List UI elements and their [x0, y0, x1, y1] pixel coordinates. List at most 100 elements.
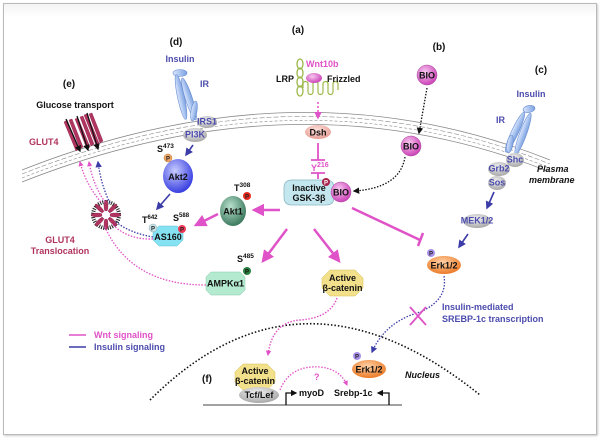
- lrp-receptor: [296, 58, 304, 97]
- frizzled-label: Frizzled: [327, 74, 361, 84]
- insulin-receptor-d: [172, 69, 198, 122]
- srebp1c-label: Srebp-1c: [334, 388, 373, 398]
- irs1-node: [197, 116, 217, 128]
- catenin-cyto-label-2: β-catenin: [323, 283, 363, 293]
- glucose-transport-label: Glucose transport: [36, 100, 114, 110]
- s588-phospho-label: P: [180, 228, 184, 234]
- lrp-label: LRP: [276, 74, 294, 84]
- catenin-nuc-label-1: Active: [241, 366, 268, 376]
- blocked-x-mark: [409, 306, 427, 326]
- s588-site: S588: [173, 213, 190, 223]
- bio-intracellular: [400, 135, 422, 157]
- erk-cyto-phospho-label: P: [429, 252, 433, 258]
- tcf-lef-node: [239, 387, 279, 403]
- grb2-node: [488, 162, 510, 176]
- t642-phospho-label: P: [151, 227, 155, 233]
- pi3k-label: PI3K: [185, 130, 206, 140]
- srebp-text-2: SREBP-1c transcription: [442, 314, 544, 324]
- akt2-node: [163, 159, 193, 193]
- erk-cyto-node: [427, 256, 461, 274]
- glut4-vesicle: [90, 199, 122, 231]
- translocation-arrows: [78, 160, 207, 286]
- nucleus-label: Nucleus: [405, 370, 440, 380]
- shc-label: Shc: [507, 155, 524, 165]
- akt1-to-as160-arrow: [193, 212, 219, 227]
- tcf-lef-label: Tcf/Lef: [245, 390, 275, 400]
- shc-node: [506, 153, 524, 167]
- catenin-cyto-label-1: Active: [329, 273, 356, 283]
- t308-site: T308: [234, 182, 251, 193]
- y216-phospho-label: P: [324, 181, 328, 187]
- glucose-arrows: [65, 112, 100, 153]
- srebp1c-promoter: [376, 389, 390, 405]
- insulin-receptor-c: [504, 105, 536, 156]
- plasma-membrane-label-2: membrane: [529, 175, 575, 185]
- erk-inhibition-bar: [416, 232, 425, 247]
- bio-to-gsk-arrow: [352, 156, 406, 194]
- sos-node: [488, 176, 506, 190]
- legend-label-insulin: Insulin signaling: [94, 342, 165, 352]
- sos-to-mek-arrow: [485, 191, 495, 210]
- wnt10b-ligand: [306, 73, 322, 83]
- legend-label-wnt: Wnt signaling: [94, 330, 153, 340]
- akt1-label: Akt1: [223, 207, 243, 217]
- mek-label: MEK1/2: [461, 216, 494, 226]
- mek-node: [463, 214, 491, 228]
- t642-phospho: [148, 223, 158, 233]
- nuclear-envelope: [149, 322, 481, 401]
- irs1-label: IRS1: [197, 117, 217, 127]
- bio-extracellular-label: BIO: [419, 71, 435, 81]
- s473-phospho: [163, 153, 173, 163]
- akt2-label: Akt2: [168, 172, 188, 182]
- gsk-to-catenin-arrow: [313, 228, 341, 263]
- ampk-node: [205, 271, 246, 296]
- akt1-node: [220, 196, 246, 226]
- panel-label-b: (b): [433, 42, 446, 53]
- bio-on-gsk-label: BIO: [333, 188, 349, 198]
- bio-on-gsk: [330, 181, 352, 203]
- bio-intracellular-label: BIO: [403, 142, 419, 152]
- as160-label: AS160: [154, 232, 182, 242]
- pi3k-node: [183, 128, 207, 142]
- plasma-membrane: [21, 112, 551, 183]
- akt2-to-as160-arrow: [155, 193, 171, 211]
- s473-site: S473: [157, 143, 174, 154]
- myod-label: myoD: [299, 388, 325, 398]
- catenin-nuc-label-2: β-catenin: [235, 376, 275, 386]
- panel-label-d: (d): [170, 37, 183, 48]
- glut4-label: GLUT4: [29, 137, 59, 147]
- panel-label-c: (c): [535, 65, 547, 76]
- dsh-inhibition: [311, 143, 325, 161]
- legend: Wnt signaling Insulin signaling: [69, 330, 165, 352]
- ir-label-d: IR: [200, 79, 210, 89]
- insulin-label-c: Insulin: [517, 89, 546, 99]
- glut4-translocation-label-1: GLUT4: [45, 235, 75, 245]
- gsk3b-node: [283, 179, 335, 206]
- srebp-text-1: Insulin-mediated: [442, 302, 514, 312]
- grb2-label: Grb2: [488, 164, 509, 174]
- y216-inhibition: [311, 172, 325, 179]
- s588-phospho: [178, 225, 186, 233]
- ampk-label: AMPKα1: [207, 279, 244, 289]
- dsh-label: Dsh: [309, 128, 326, 138]
- wnt10b-label: Wnt10b: [306, 59, 339, 69]
- glut4-translocation-label-2: Translocation: [31, 246, 90, 256]
- s485-phospho: [243, 267, 251, 275]
- erk-nuc-label: Erk1/2: [355, 365, 382, 375]
- panel-label-a: (a): [292, 25, 304, 36]
- myod-promoter: [285, 389, 298, 405]
- gsk-to-erk-inhibition: [351, 206, 421, 242]
- erk-nuc-node: [352, 360, 386, 378]
- dsh-node: [305, 125, 331, 139]
- s485-site: S485: [237, 253, 254, 264]
- erk-nuc-phospho-label: P: [355, 355, 359, 361]
- erk-to-nucleus-arrow: [371, 275, 446, 354]
- plasma-membrane-label-1: Plasma: [537, 164, 569, 174]
- t642-site: T642: [142, 215, 158, 225]
- insulin-label-d: Insulin: [166, 54, 195, 64]
- catenin-cyto-node: [321, 269, 364, 297]
- panel-label-f: (f): [202, 374, 212, 385]
- gsk-to-ampk-arrow: [261, 228, 288, 263]
- panel-label-e: (e): [63, 79, 75, 90]
